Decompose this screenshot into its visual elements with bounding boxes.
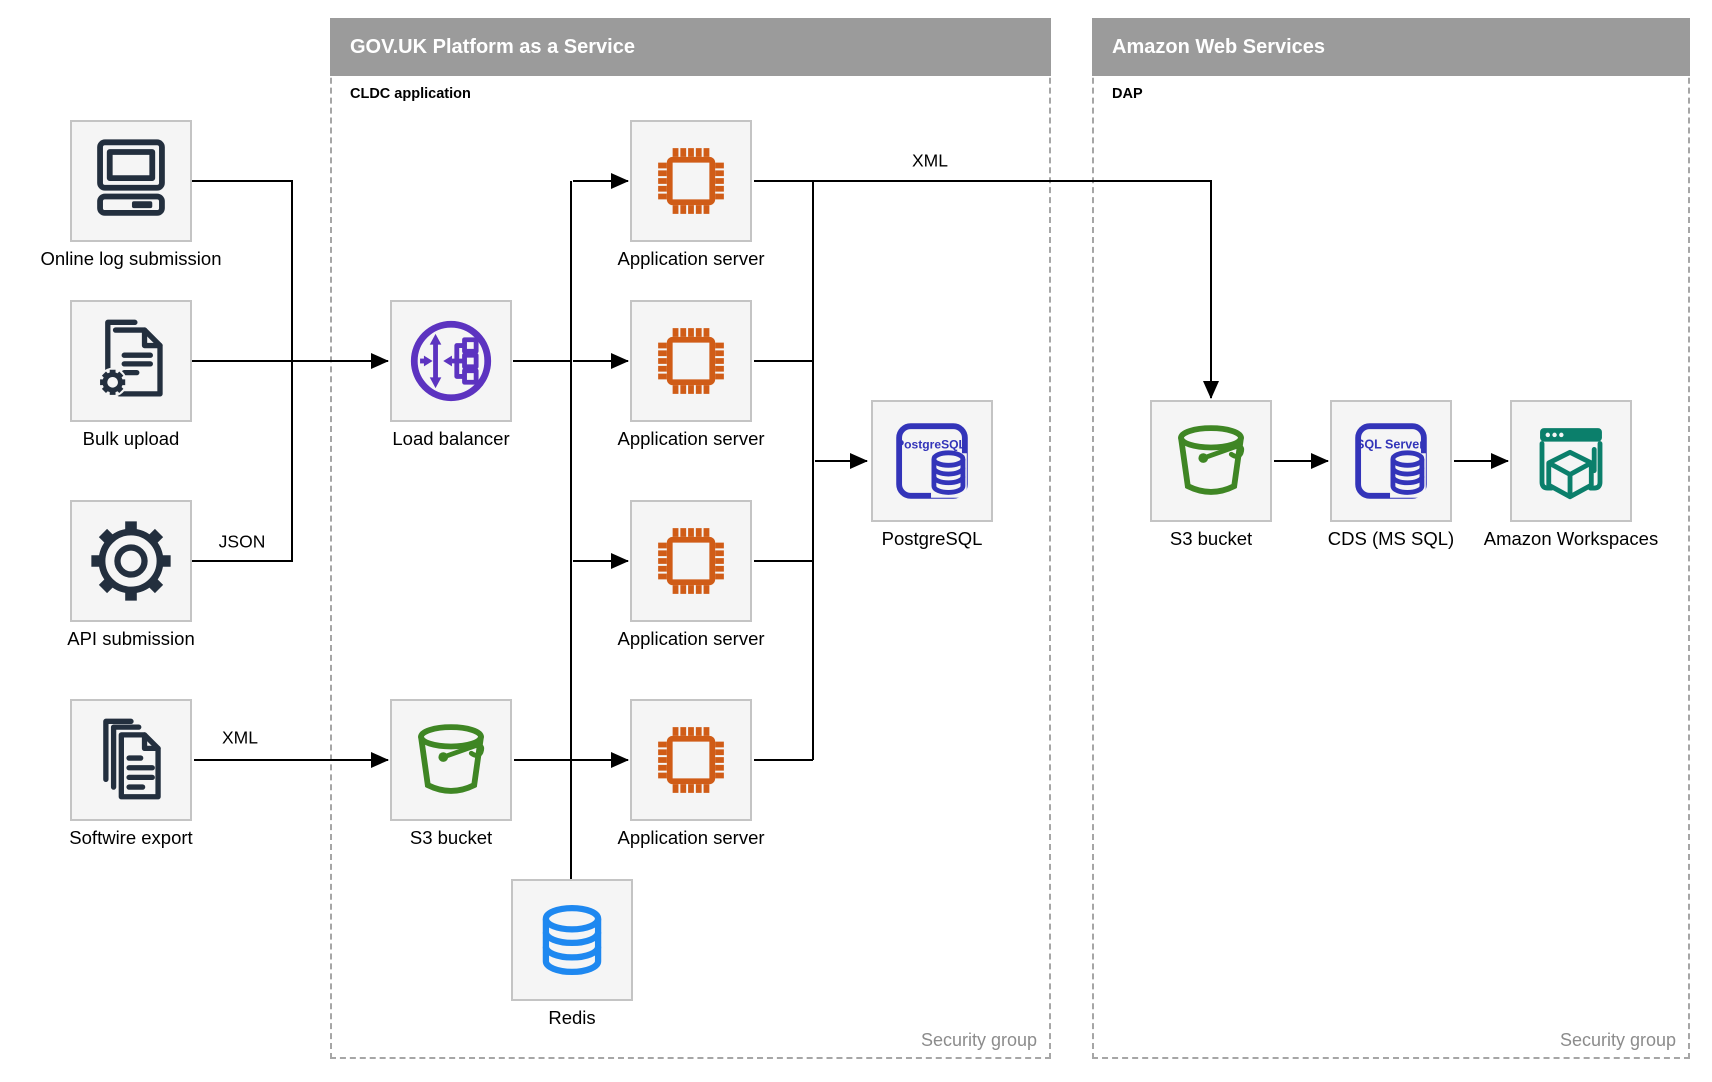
edge-api-merge xyxy=(192,361,293,562)
node-s3-bucket-paas: S3 bucket xyxy=(390,699,512,848)
node-redis: Redis xyxy=(511,879,633,1028)
container-aws-footer: Security group xyxy=(1559,1030,1676,1050)
container-paas: GOV.UK Platform as a Service CLDC applic… xyxy=(330,18,1051,1059)
sql-server-icon: SQL Server xyxy=(1355,423,1427,499)
node-application-server-4: Application server xyxy=(617,699,765,848)
node-load-balancer: Load balancer xyxy=(390,300,512,449)
container-paas-footer: Security group xyxy=(920,1030,1037,1050)
chip-icon xyxy=(658,328,724,394)
edge-label-xml-feed: XML xyxy=(909,150,951,172)
desktop-computer-icon xyxy=(97,139,165,216)
postgresql-icon-text: PostgreSQL xyxy=(896,437,966,451)
gear-icon xyxy=(91,521,171,601)
chip-icon xyxy=(658,148,724,214)
node-application-server-1: Application server xyxy=(617,120,765,269)
node-application-server-3: Application server xyxy=(617,500,765,649)
chip-icon xyxy=(658,727,724,793)
node-application-server-2: Application server xyxy=(617,300,765,449)
container-aws-header: Amazon Web Services xyxy=(1092,18,1690,76)
container-paas-header: GOV.UK Platform as a Service xyxy=(330,18,1051,76)
container-aws-sublabel: DAP xyxy=(1112,86,1143,102)
node-bulk-upload: Bulk upload xyxy=(70,300,192,449)
documents-gear-icon xyxy=(98,319,163,397)
container-paas-sublabel: CLDC application xyxy=(350,86,471,102)
node-cds-mssql: SQL Server CDS (MS SQL) xyxy=(1328,400,1454,549)
postgresql-icon: PostgreSQL xyxy=(896,423,968,499)
node-api-submission: API submission xyxy=(67,500,195,649)
sql-server-icon-text: SQL Server xyxy=(1356,437,1424,451)
documents-icon xyxy=(103,718,161,800)
edge-xml-to-s3aws xyxy=(813,180,1219,399)
bucket-icon xyxy=(1178,425,1245,495)
node-softwire-export: Softwire export xyxy=(69,699,193,848)
node-amazon-workspaces: Amazon Workspaces xyxy=(1484,400,1658,549)
workspaces-icon xyxy=(1539,428,1603,500)
node-s3-bucket-aws: S3 bucket xyxy=(1150,400,1272,549)
node-postgresql: PostgreSQL PostgreSQL xyxy=(871,400,993,549)
edge-onlinelog-merge xyxy=(192,180,293,361)
edge-label-xml-export: XML xyxy=(219,727,261,749)
load-balancer-icon xyxy=(410,320,492,402)
container-aws: Amazon Web Services DAP Security group xyxy=(1092,18,1690,1059)
chip-icon xyxy=(658,528,724,594)
bucket-icon xyxy=(418,724,485,794)
database-icon xyxy=(542,904,602,976)
edge-label-json: JSON xyxy=(215,531,269,553)
node-online-log-submission: Online log submission xyxy=(41,120,221,269)
